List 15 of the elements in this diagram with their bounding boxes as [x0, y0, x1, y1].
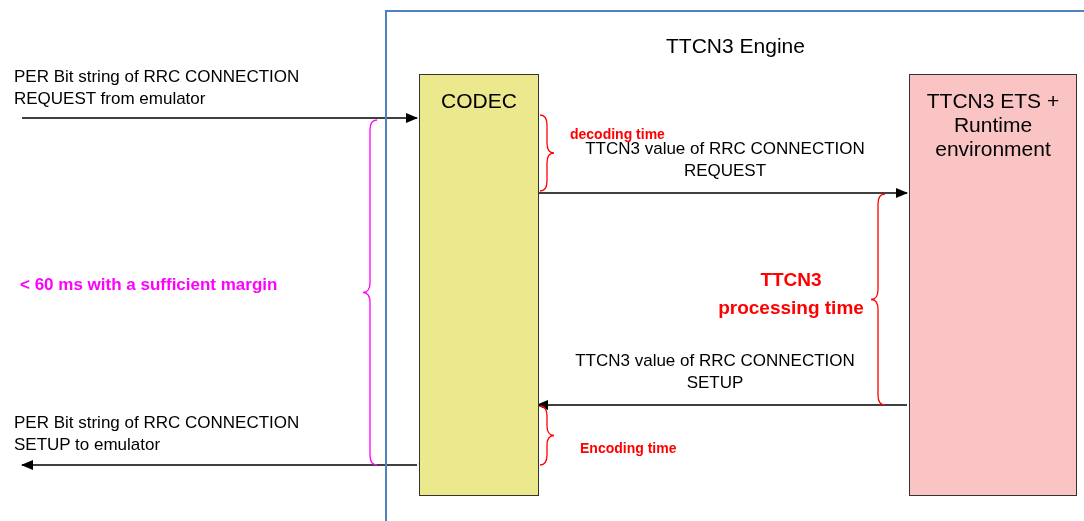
edge-label: TTCN3 value of RRC CONNECTION SETUP — [574, 350, 856, 394]
region-title: TTCN3 Engine — [665, 34, 806, 58]
block-title: TTCN3 ETS + Runtime environment — [925, 89, 1061, 161]
runtime-block — [909, 74, 1077, 496]
codec-block — [419, 74, 539, 496]
arrow — [21, 113, 418, 123]
edge-label: PER Bit string of RRC CONNECTION REQUEST from emulator — [14, 66, 301, 110]
time-annotation: Encoding time — [580, 439, 678, 458]
arrow — [21, 460, 418, 470]
time-annotation: decoding time — [570, 125, 666, 142]
time-annotation: TTCN3 processing time — [717, 268, 865, 320]
time-annotation: < 60 ms with a sufficient margin — [20, 274, 279, 296]
engine-region — [385, 10, 1084, 521]
block-title: CODEC — [440, 89, 518, 113]
edge-label: PER Bit string of RRC CONNECTION SETUP to emulator — [14, 412, 301, 456]
